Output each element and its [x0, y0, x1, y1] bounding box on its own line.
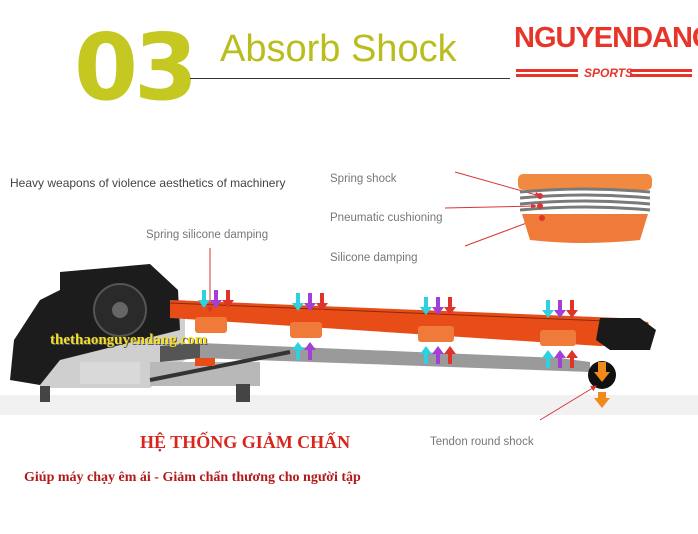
label-pneumatic-cushioning: Pneumatic cushioning — [330, 212, 443, 224]
shock-absorber-detail — [518, 174, 652, 243]
section-title: Absorb Shock — [220, 28, 457, 70]
damper-2 — [290, 322, 322, 338]
damper-1 — [195, 317, 227, 333]
title-underline — [190, 78, 510, 79]
caption-subheading: Giúp máy chạy êm ái - Giảm chấn thương c… — [24, 470, 361, 485]
damper-3 — [418, 326, 454, 342]
label-spring-silicone-damping: Spring silicone damping — [146, 229, 269, 241]
machinery-tagline: Heavy weapons of violence aesthetics of … — [10, 176, 286, 190]
force-arrows — [198, 290, 610, 408]
brand-tagline: SPORTS — [584, 66, 634, 80]
floor-shadow — [0, 395, 698, 415]
damper-4 — [540, 330, 576, 346]
damper-blocks — [195, 317, 576, 346]
label-silicone-damping: Silicone damping — [330, 252, 418, 264]
brand-name: NGUYENDANG — [514, 22, 698, 54]
label-spring-shock: Spring shock — [330, 173, 397, 185]
logo-stripes-right — [630, 69, 692, 79]
website-watermark: thethaonguyendang.com — [50, 332, 208, 348]
logo-stripes-left — [516, 69, 578, 79]
treadmill-motor-hood — [10, 264, 260, 388]
caption-heading: HỆ THỐNG GIẢM CHẤN — [140, 432, 351, 452]
section-number: 03 — [74, 14, 198, 121]
brand-logo: NGUYENDANG SPORTS — [514, 22, 698, 88]
label-tendon-round-shock: Tendon round shock — [430, 436, 534, 448]
